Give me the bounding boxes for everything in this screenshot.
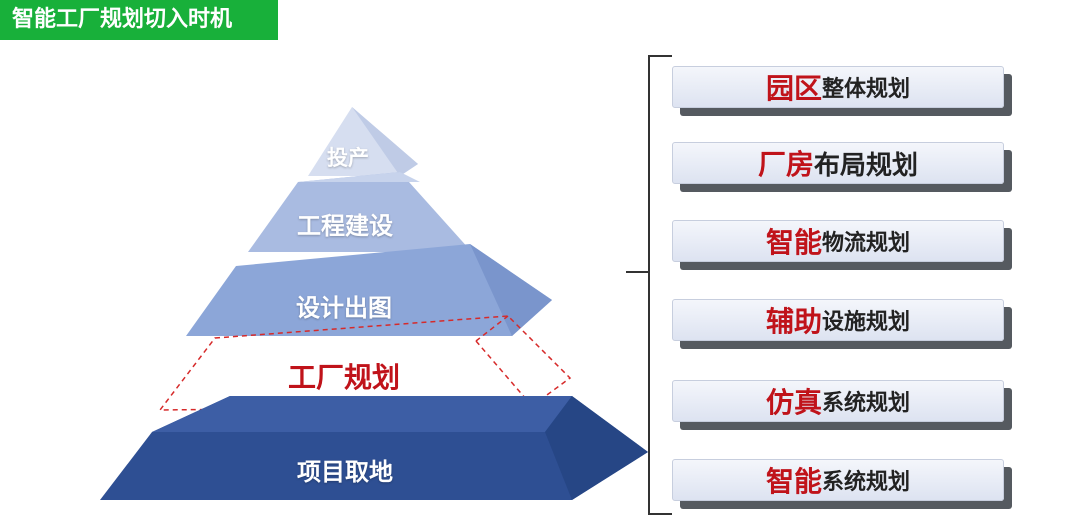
layer-label-land-acquisition: 项目取地	[297, 458, 393, 486]
planning-card-simulation: 仿真系统规划	[672, 380, 1004, 422]
planning-card-facilities: 辅助设施规划	[672, 299, 1004, 341]
bracket	[648, 55, 672, 515]
planning-card-systems: 智能系统规划	[672, 459, 1004, 501]
pyramid-layer-4-edge	[475, 315, 509, 342]
card-emph: 厂房	[757, 148, 814, 181]
pyramid-layer-top-side	[352, 107, 418, 176]
layer-label-design: 设计出图	[296, 294, 392, 322]
planning-card-layout: 厂房布局规划	[672, 142, 1004, 184]
pyramid-layer-4-outline	[158, 315, 572, 411]
pyramid-layer-2-top	[298, 172, 420, 182]
pyramid-layer-5-side	[545, 396, 648, 500]
page-title: 智能工厂规划切入时机	[0, 0, 278, 40]
card-emph: 智能	[765, 226, 822, 259]
card-emph: 智能	[765, 465, 822, 498]
card-rest: 布局规划	[814, 150, 919, 181]
card-rest: 系统规划	[822, 470, 911, 495]
card-rest: 设施规划	[822, 310, 911, 335]
card-emph: 辅助	[765, 305, 822, 338]
card-rest: 整体规划	[822, 77, 911, 102]
pyramid-layer-2	[248, 172, 470, 252]
card-rest: 物流规划	[822, 231, 911, 256]
planning-card-park: 园区整体规划	[672, 66, 1004, 108]
card-emph: 仿真	[765, 386, 822, 419]
layer-label-production: 投产	[327, 146, 369, 170]
layer-label-construction: 工程建设	[297, 212, 393, 240]
layer-label-factory-planning: 工厂规划	[288, 361, 401, 394]
planning-card-logistics: 智能物流规划	[672, 220, 1004, 262]
pyramid-layer-3	[186, 244, 552, 336]
pyramid-layer-3-side	[470, 244, 552, 336]
card-rest: 系统规划	[822, 391, 911, 416]
pyramid-layer-5-top	[152, 396, 572, 432]
card-emph: 园区	[765, 72, 822, 105]
bracket-connector	[626, 271, 648, 273]
